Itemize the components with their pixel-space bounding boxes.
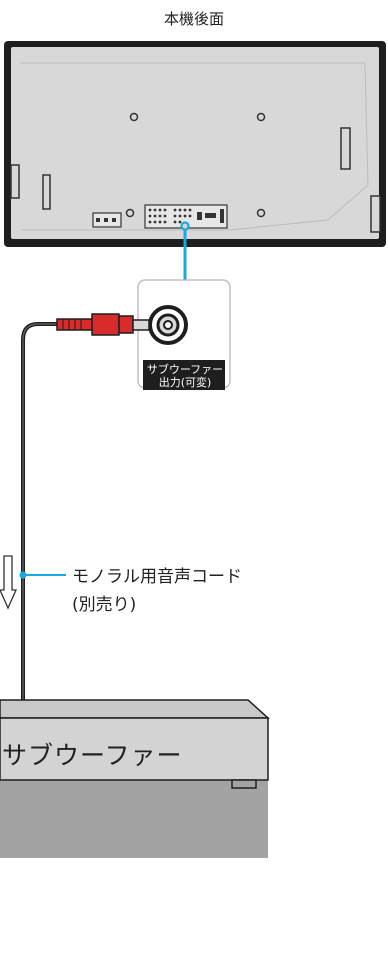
top-rca-plug (56, 313, 150, 336)
subwoofer-output-label: サブウーファー 出力(可変) (145, 363, 225, 389)
tv-back-panel (4, 41, 386, 247)
subwoofer-output-port (137, 279, 231, 390)
port-label-line1: サブウーファー (146, 363, 224, 376)
cable-label: モノラル用音声コード (別売り) (72, 563, 242, 619)
mono-audio-cable (21, 322, 60, 742)
cable-label-dot (19, 571, 27, 579)
cable-label-line2: (別売り) (72, 595, 137, 615)
cable-label-line1: モノラル用音声コード (72, 567, 242, 587)
tv-back-label: 本機後面 (163, 10, 224, 28)
port-label-line2: 出力(可変) (158, 376, 212, 389)
signal-direction-arrow-icon (0, 555, 18, 610)
subwoofer-device-label: サブウーファー (2, 741, 183, 770)
subwoofer-device (0, 699, 270, 858)
